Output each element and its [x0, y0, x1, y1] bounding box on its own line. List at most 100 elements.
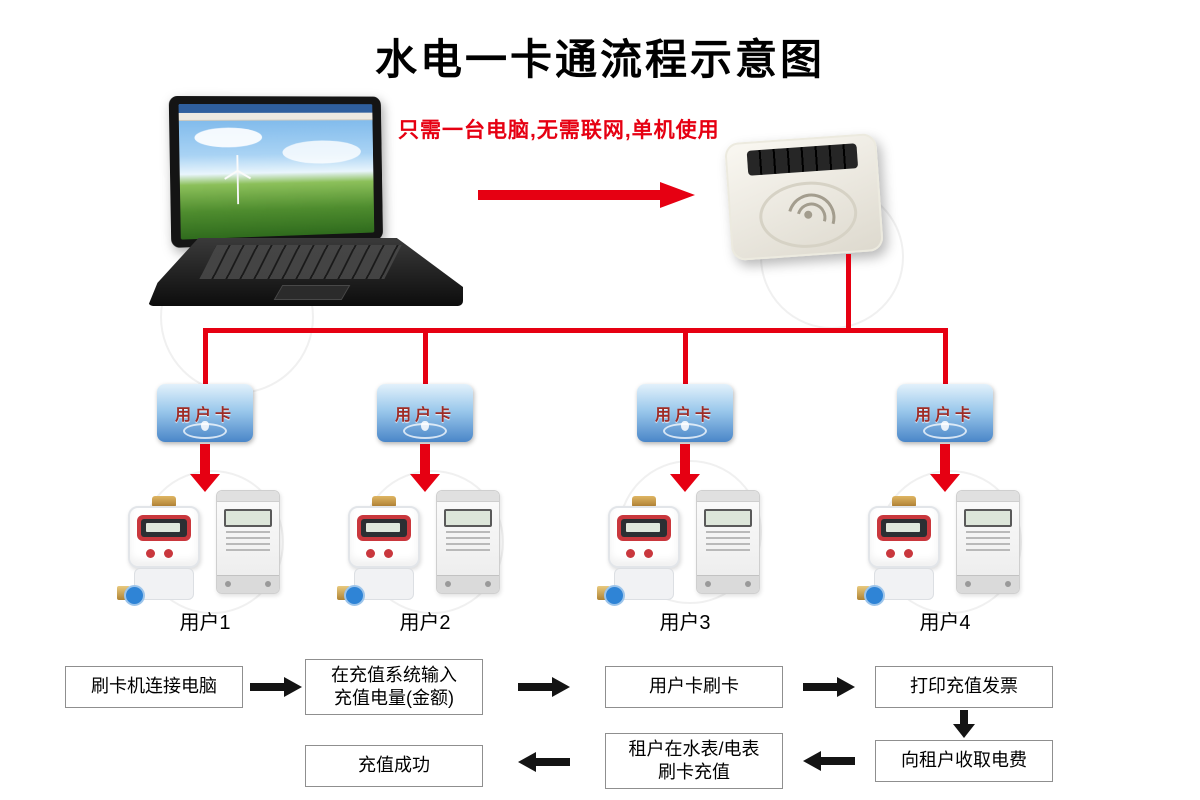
arrow-head	[837, 677, 855, 697]
terminal-cover	[437, 575, 499, 593]
meter-button	[904, 549, 913, 558]
laptop-screen	[168, 95, 384, 248]
electric-meter-cap	[697, 491, 759, 502]
flow-step-text: 向租户收取电费	[901, 750, 1027, 771]
screw	[965, 581, 971, 587]
electric-meter-lcd	[444, 509, 492, 527]
water-meter	[857, 496, 944, 608]
water-meter-lcd-frame	[617, 515, 671, 541]
water-meter-lcd	[141, 519, 187, 537]
arrow-head	[953, 724, 975, 738]
meter-fitting	[372, 496, 396, 508]
flow-step-text-line2: 刷卡充值	[658, 762, 730, 782]
electric-meter-text-lines	[706, 531, 750, 553]
water-meter-head	[608, 506, 680, 568]
meter-group-3	[597, 488, 770, 610]
electric-meter-cap	[437, 491, 499, 502]
meter-seal	[124, 585, 145, 606]
screw	[225, 581, 231, 587]
arrow-step3-to-step4	[803, 677, 855, 697]
arrow-shaft	[478, 190, 660, 200]
arrow-head	[803, 751, 821, 771]
lcd-digits	[146, 523, 180, 532]
arrow-card-to-meter-4	[930, 444, 960, 492]
water-meter-lcd-frame	[137, 515, 191, 541]
arrow-head	[284, 677, 302, 697]
connector-stub-user3	[683, 330, 688, 386]
electric-meter	[436, 490, 500, 594]
terminal-cover	[217, 575, 279, 593]
water-meter-lcd-frame	[357, 515, 411, 541]
meter-fitting	[892, 496, 916, 508]
screw	[705, 581, 711, 587]
water-drop-icon	[421, 421, 429, 431]
water-drop-icon	[941, 421, 949, 431]
water-meter	[597, 496, 684, 608]
electric-meter-lcd	[964, 509, 1012, 527]
user-card-2: 用户卡	[377, 384, 473, 442]
user-label-1: 用户1	[179, 612, 231, 634]
arrow-step1-to-step2	[250, 677, 302, 697]
user-card-label: 用户卡	[654, 407, 715, 424]
flow-step-recharge-at-meter: 租户在水表/电表 刷卡充值	[605, 733, 783, 789]
rfid-arc-large	[778, 184, 845, 251]
water-drop-icon	[681, 421, 689, 431]
meter-group-2	[337, 488, 510, 610]
turbine-blade	[236, 155, 239, 171]
terminal-cover	[957, 575, 1019, 593]
laptop-touchpad	[273, 285, 351, 300]
lcd-digits	[366, 523, 400, 532]
user-card-label: 用户卡	[394, 407, 455, 424]
connector-horizontal-bus	[203, 328, 948, 333]
laptop-keys	[199, 245, 402, 279]
arrow-head	[670, 474, 700, 492]
flow-step-text: 刷卡机连接电脑	[91, 676, 217, 697]
meter-seal	[604, 585, 625, 606]
water-meter	[337, 496, 424, 608]
user-card-4: 用户卡	[897, 384, 993, 442]
arrow-card-to-meter-3	[670, 444, 700, 492]
screw	[745, 581, 751, 587]
flow-step-text: 充值成功	[358, 755, 430, 776]
app-titlebar	[178, 103, 373, 113]
meter-group-1	[117, 488, 290, 610]
arrow-shaft	[960, 710, 968, 725]
electric-meter-text-lines	[446, 531, 490, 553]
meter-fitting	[632, 496, 656, 508]
electric-meter	[696, 490, 760, 594]
water-meter-lcd	[361, 519, 407, 537]
meter-button	[146, 549, 155, 558]
water-meter-lcd-frame	[877, 515, 931, 541]
laptop-illustration	[148, 95, 463, 306]
meter-button	[626, 549, 635, 558]
standalone-note: 只需一台电脑,无需联网,单机使用	[398, 119, 720, 142]
screw	[265, 581, 271, 587]
meter-button	[366, 549, 375, 558]
flow-step-collect-fee: 向租户收取电费	[875, 740, 1053, 782]
water-meter-lcd	[881, 519, 927, 537]
meter-seal	[344, 585, 365, 606]
arrow-head	[410, 474, 440, 492]
electric-meter-lcd	[704, 509, 752, 527]
arrow-shaft	[534, 758, 570, 766]
arrow-step4-to-step5	[953, 710, 975, 738]
arrow-head	[190, 474, 220, 492]
cloud-shape	[194, 127, 263, 148]
water-drop-icon	[201, 421, 209, 431]
lcd-digits	[626, 523, 660, 532]
arrow-shaft	[518, 683, 554, 691]
user-card-1: 用户卡	[157, 384, 253, 442]
electric-meter-cap	[957, 491, 1019, 502]
arrow-shaft	[819, 757, 855, 765]
electric-meter	[216, 490, 280, 594]
arrow-shaft	[803, 683, 839, 691]
reader-display-panel	[746, 143, 859, 176]
arrow-head	[660, 182, 695, 208]
user-card-label: 用户卡	[914, 407, 975, 424]
flow-step-text-line1: 租户在水表/电表	[628, 738, 760, 759]
arrow-shaft	[200, 444, 210, 475]
water-meter-head	[868, 506, 940, 568]
meter-fitting	[152, 496, 176, 508]
arrow-card-to-meter-2	[410, 444, 440, 492]
